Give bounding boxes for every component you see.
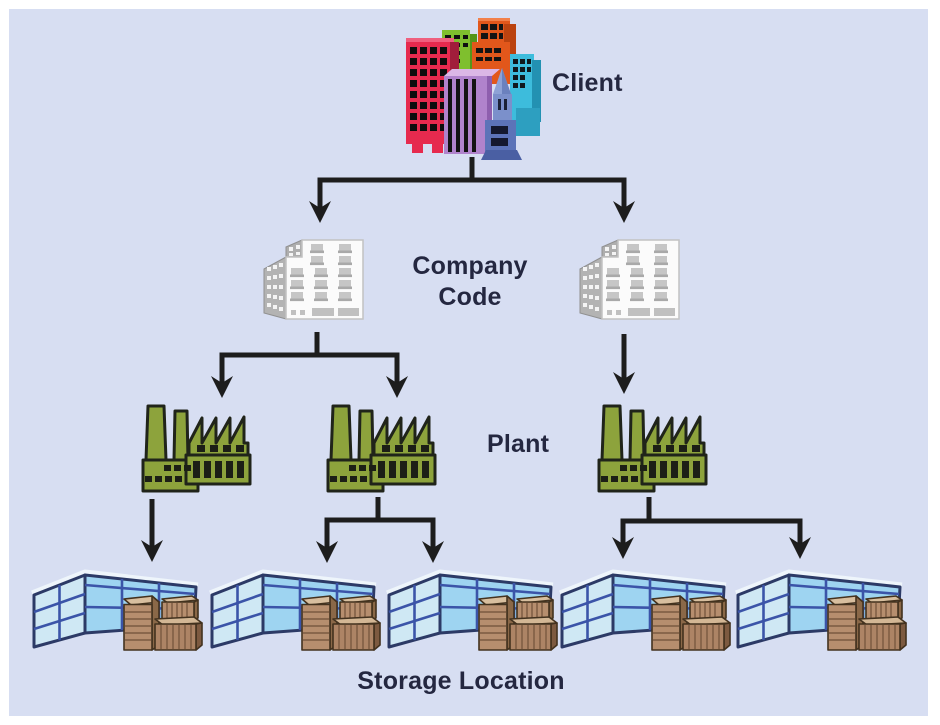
edge-company-code-1-to-plants [219, 332, 400, 383]
company-code-label-line2: Code [438, 283, 502, 311]
storage-location-5-icon [732, 562, 908, 654]
plant-3-icon [597, 404, 708, 493]
client-label: Client [552, 69, 623, 97]
company-code-label: Company Code [400, 251, 540, 313]
storage-location-4-icon [556, 562, 732, 654]
plant-1-icon [141, 404, 252, 493]
company-code-1-icon [262, 229, 368, 324]
plant-2-icon [326, 404, 437, 493]
plant-label: Plant [487, 430, 550, 458]
company-code-2-icon [578, 229, 684, 324]
edge-client-to-company-codes [317, 157, 627, 208]
storage-location-2-icon [206, 562, 382, 654]
company-code-label-line1: Company [412, 252, 528, 280]
edge-plant-2-to-storages [324, 497, 436, 548]
storage-location-3-icon [383, 562, 559, 654]
client-icon [406, 18, 541, 160]
storage-location-1-icon [28, 562, 204, 654]
storage-location-label: Storage Location [357, 667, 565, 695]
edge-plant-3-to-storages [620, 497, 803, 544]
arrowheads [141, 201, 811, 563]
